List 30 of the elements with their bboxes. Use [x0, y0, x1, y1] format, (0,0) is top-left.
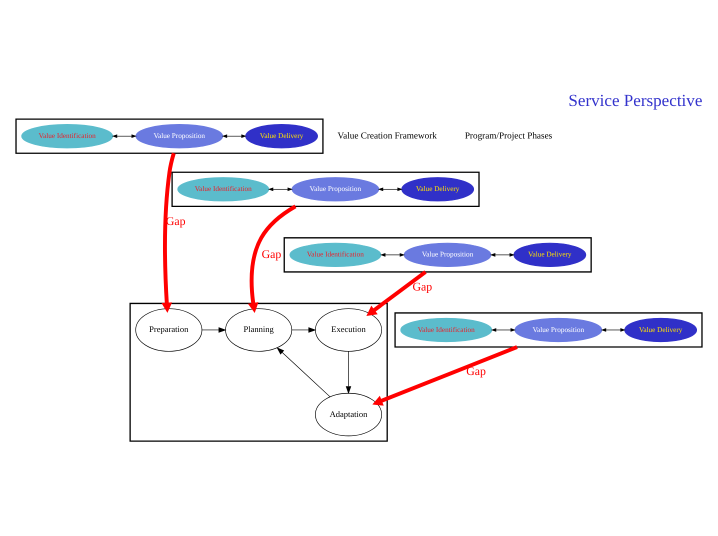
- diagram-title: Service Perspective: [568, 90, 702, 110]
- arrow: [161, 152, 176, 313]
- arrow: [380, 253, 405, 257]
- label: Program/Project Phases: [464, 130, 552, 141]
- cluster: [171, 172, 480, 207]
- node-ellipse: Preparation: [135, 308, 202, 352]
- arrow: [490, 253, 515, 257]
- arrow: [112, 134, 137, 138]
- edge-label: Gap: [262, 246, 282, 261]
- edge-label: Gap: [466, 364, 486, 378]
- arrow: [600, 328, 626, 332]
- arrow: [378, 187, 403, 192]
- arrow: [202, 327, 226, 333]
- arrow: [346, 351, 352, 394]
- arrow: [268, 187, 293, 192]
- node-ellipse: Adaptation: [315, 392, 382, 436]
- edge-label: Gap: [412, 280, 432, 294]
- arrow: [372, 345, 518, 406]
- arrow: [366, 270, 427, 316]
- cluster: [394, 312, 703, 348]
- arrow: [248, 204, 296, 313]
- arrow: [222, 134, 247, 138]
- arrow: [491, 328, 516, 332]
- arrow: [276, 347, 330, 397]
- cluster: [284, 237, 592, 273]
- arrow: [292, 327, 316, 333]
- cluster: [15, 118, 324, 154]
- label: Value Creation Framework: [338, 130, 437, 141]
- node-ellipse: Execution: [315, 308, 382, 352]
- node-ellipse: Planning: [225, 308, 292, 352]
